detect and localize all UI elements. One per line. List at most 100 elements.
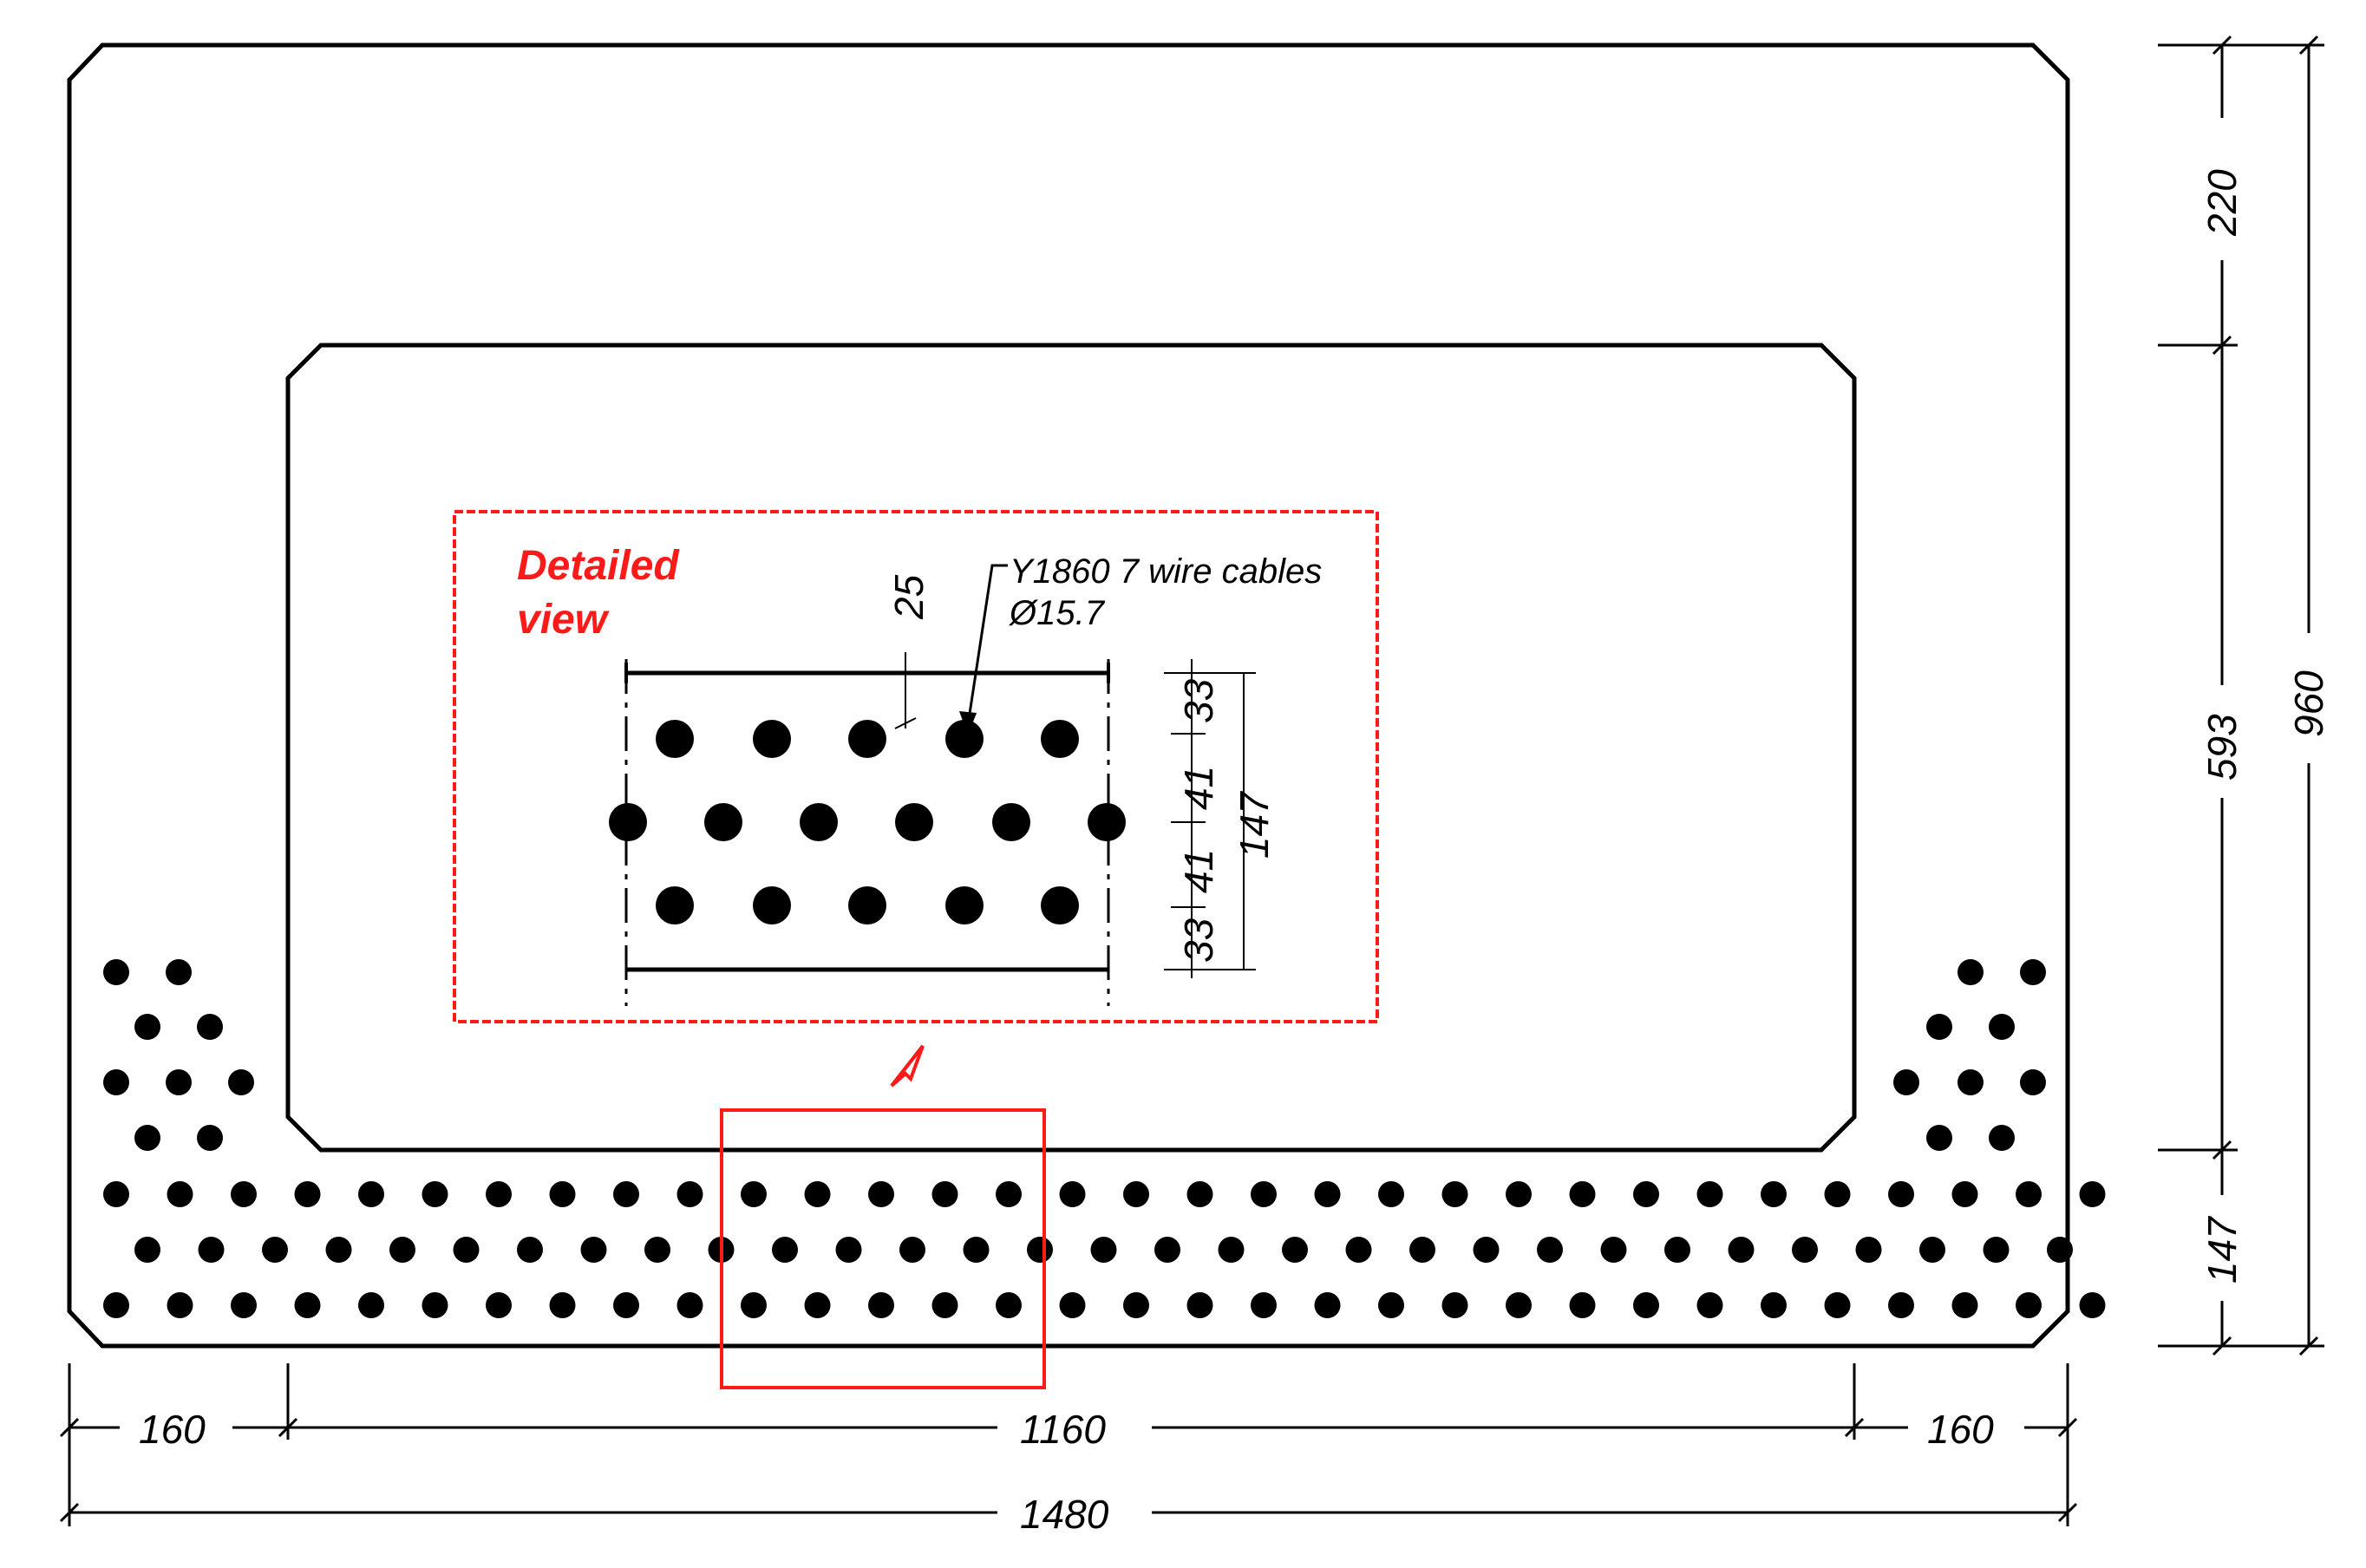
- right-dimension-group: [2158, 35, 2324, 1356]
- tendon-row1: [2079, 1181, 2106, 1207]
- detail-tendon-top: [1041, 720, 1079, 758]
- tendon-row3: [1569, 1292, 1596, 1318]
- dim-right-593: 593: [2199, 714, 2245, 781]
- tendon-row3: [1059, 1292, 1086, 1318]
- tendon-row1: [1123, 1181, 1149, 1207]
- tendon-row2: [389, 1237, 415, 1263]
- tendon-left-web: [197, 1125, 223, 1151]
- detail-dim-41-top: 41: [1176, 766, 1221, 810]
- detail-tendon-mid: [895, 803, 933, 841]
- tendon-row2: [1728, 1237, 1755, 1263]
- tendon-right-web: [1989, 1014, 2015, 1040]
- dim-bottom-1160: 1160: [1020, 1407, 1106, 1452]
- dim-bottom-160-left: 160: [139, 1407, 206, 1452]
- tendon-row2: [1983, 1237, 2010, 1263]
- tendon-row3: [2016, 1292, 2042, 1318]
- tendon-row2: [644, 1237, 670, 1263]
- tendon-row1: [1506, 1181, 1532, 1207]
- detailed-view-box: [453, 510, 1379, 1023]
- tendon-row1: [1761, 1181, 1787, 1207]
- detail-tendon-mid: [800, 803, 838, 841]
- tendon-row3: [167, 1292, 193, 1318]
- callout-text-line1: Y1860 7 wire cables: [1010, 552, 1322, 591]
- detail-dim-33-bottom: 33: [1176, 918, 1221, 963]
- outer-section-outline: [67, 42, 2070, 1349]
- tendon-row1: [1824, 1181, 1851, 1207]
- tendon-row3: [1761, 1292, 1787, 1318]
- tendon-row2: [772, 1237, 798, 1263]
- tendon-row1: [1378, 1181, 1404, 1207]
- tendon-row3: [1824, 1292, 1851, 1318]
- callout-arrowhead: [959, 711, 977, 735]
- tendon-row2: [1154, 1237, 1180, 1263]
- tendon-row3: [103, 1292, 129, 1318]
- callout-text-line2: Ø15.7: [1008, 594, 1106, 632]
- tendon-row1: [1696, 1181, 1723, 1207]
- tendon-row3: [996, 1292, 1022, 1318]
- tendon-row2: [1600, 1237, 1627, 1263]
- tendon-row2: [1409, 1237, 1435, 1263]
- tendon-left-web: [134, 1125, 160, 1151]
- tendon-row2: [1218, 1237, 1245, 1263]
- dim-right-147: 147: [2199, 1216, 2245, 1284]
- inner-void-outline: [285, 343, 1857, 1153]
- tendon-row1: [103, 1181, 129, 1207]
- tendon-row3: [1251, 1292, 1277, 1318]
- tendon-row1: [2016, 1181, 2042, 1207]
- tendon-row2: [1792, 1237, 1818, 1263]
- tendon-row1: [996, 1181, 1022, 1207]
- detail-dim-33-top: 33: [1176, 678, 1221, 723]
- tendon-row1: [549, 1181, 576, 1207]
- tendon-row3: [294, 1292, 321, 1318]
- detail-tendon-mid: [704, 803, 742, 841]
- tendon-row3: [1441, 1292, 1468, 1318]
- tendon-row1: [741, 1181, 767, 1207]
- tendon-row3: [804, 1292, 831, 1318]
- detail-tendon-mid: [992, 803, 1030, 841]
- dim-right-960: 960: [2286, 670, 2331, 737]
- tendon-row1: [1888, 1181, 1914, 1207]
- tendon-row3: [1506, 1292, 1532, 1318]
- tendon-row2: [1537, 1237, 1563, 1263]
- tendon-left-web: [103, 959, 129, 985]
- tendon-row3: [741, 1292, 767, 1318]
- tendon-row2: [325, 1237, 352, 1263]
- dim-right-220: 220: [2199, 169, 2245, 237]
- detail-pointer-line: [890, 1044, 925, 1088]
- tendon-right-web: [1989, 1125, 2015, 1151]
- tendon-row1: [613, 1181, 639, 1207]
- tendon-row3: [1696, 1292, 1723, 1318]
- bottom-dimension-group: [59, 1363, 2078, 1526]
- detail-tendon-bottom: [656, 886, 694, 924]
- tendon-row1: [868, 1181, 894, 1207]
- detail-tendon-top: [656, 720, 694, 758]
- tendon-row1: [358, 1181, 384, 1207]
- tendon-group: [103, 959, 2106, 1318]
- tendon-row2: [1027, 1237, 1053, 1263]
- detail-tendon-mid: [609, 803, 647, 841]
- tendon-right-web: [1926, 1125, 1952, 1151]
- tendon-right-web: [2020, 959, 2046, 985]
- tendon-row3: [1888, 1292, 1914, 1318]
- tendon-left-web: [197, 1014, 223, 1040]
- tendon-row1: [676, 1181, 703, 1207]
- tendon-row2: [2047, 1237, 2073, 1263]
- detail-dim-147: 147: [1232, 791, 1277, 859]
- detailed-view-label-line1: Detailed: [517, 543, 680, 589]
- dim-25-text: 25: [886, 574, 931, 620]
- detail-tendon-bottom: [945, 886, 984, 924]
- tendon-row2: [1473, 1237, 1500, 1263]
- tendon-row2: [580, 1237, 607, 1263]
- tendon-left-web: [103, 1069, 129, 1095]
- tendon-right-web: [1958, 959, 1984, 985]
- callout-leader: [966, 564, 1008, 726]
- tendon-row1: [422, 1181, 448, 1207]
- detail-tendon-bottom: [753, 886, 791, 924]
- detail-tendon-top: [753, 720, 791, 758]
- tendon-row1: [1251, 1181, 1277, 1207]
- tendon-right-web: [1926, 1014, 1952, 1040]
- tendon-row3: [1186, 1292, 1213, 1318]
- detail-tendon-mid: [1088, 803, 1126, 841]
- tendon-right-web: [2020, 1069, 2046, 1095]
